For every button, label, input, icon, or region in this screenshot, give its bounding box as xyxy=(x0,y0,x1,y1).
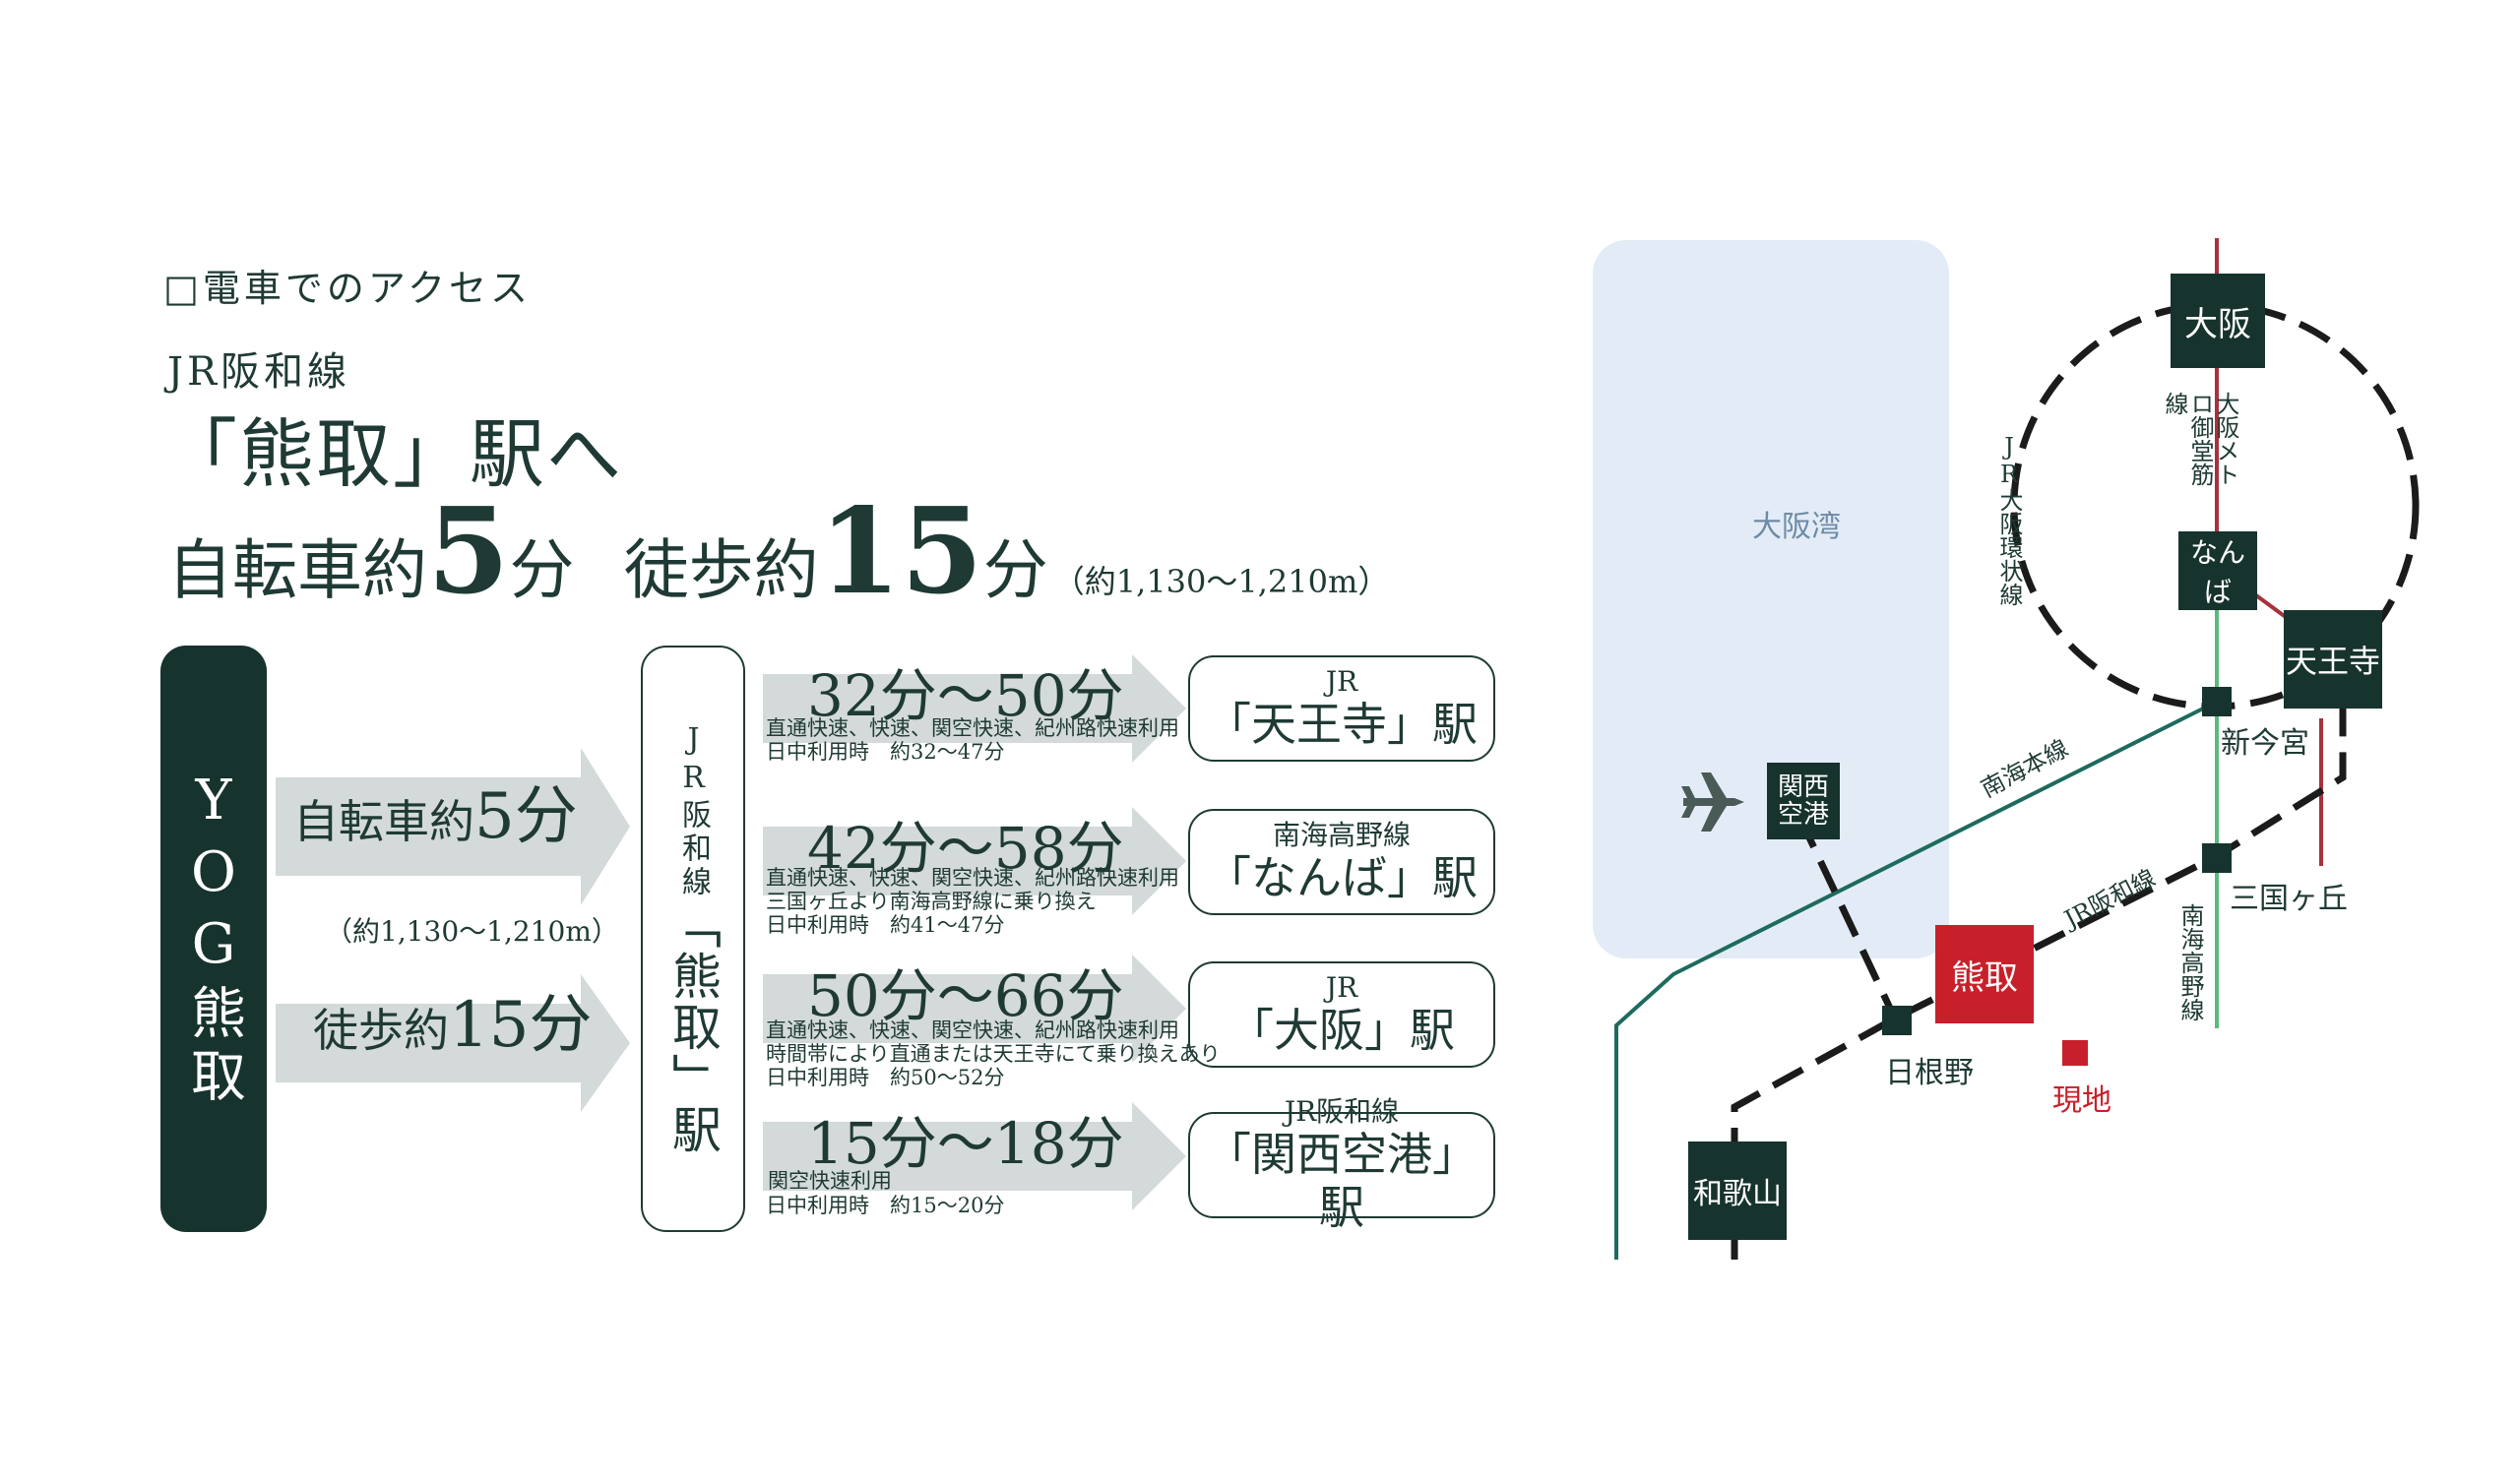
flow-distance: （約1,130〜1,210m） xyxy=(325,915,619,948)
access-time-line: 自転車約5分 徒歩約15分 （約1,130〜1,210m） xyxy=(167,482,1389,621)
airport-line xyxy=(1796,815,1899,1020)
dest-box-tennoji: JR 「天王寺」駅 xyxy=(1188,655,1495,762)
hineno-label: 日根野 xyxy=(1885,1056,1974,1090)
genchi-marker xyxy=(2062,1040,2088,1066)
shinimamiya-marker xyxy=(2202,687,2232,716)
route-time: 50分〜66分 xyxy=(807,962,1124,1029)
dest-name: 「関西空港」駅 xyxy=(1206,1128,1478,1234)
route-note: 日中利用時 約15〜20分 xyxy=(766,1194,1005,1217)
route-note: 日中利用時 約50〜52分 xyxy=(766,1066,1005,1089)
genchi-label: 現地 xyxy=(2052,1083,2111,1118)
destination-title: 「熊取」駅へ xyxy=(162,410,623,498)
bike-label-prefix: 自転車約 xyxy=(293,795,474,848)
route-note: 三国ヶ丘より南海高野線に乗り換え xyxy=(766,890,1097,913)
bike-arrow xyxy=(276,748,630,905)
section-label: □電車でのアクセス xyxy=(163,267,533,310)
walk-arrow xyxy=(276,974,630,1112)
bay-label: 大阪湾 xyxy=(1752,510,1841,544)
station-name-label: 「熊取」駅 xyxy=(664,899,722,1155)
route-arrow-1 xyxy=(763,654,1186,763)
route-note: 直通快速、快速、関空快速、紀州路快速利用 xyxy=(766,866,1179,890)
dest-line: JR阪和線 xyxy=(1284,1095,1400,1128)
bike-minutes: 5 xyxy=(427,482,510,621)
dest-line: JR xyxy=(1325,971,1358,1004)
kumatori-station: 熊取 xyxy=(1935,925,2034,1023)
route-note: 直通快速、快速、関空快速、紀州路快速利用 xyxy=(766,716,1179,740)
dest-box-kansai-airport: JR阪和線 「関西空港」駅 xyxy=(1188,1096,1495,1234)
route-note: 日中利用時 約41〜47分 xyxy=(766,913,1005,937)
walk-label: 徒歩約15分 xyxy=(313,974,592,1065)
nankai-main-line xyxy=(1614,700,2218,1260)
walk-unit: 分 xyxy=(982,532,1048,608)
walk-minutes: 15 xyxy=(818,482,983,621)
namba-station: なんば xyxy=(2178,531,2257,610)
dest-line: 南海高野線 xyxy=(1272,819,1411,851)
dest-box-osaka: JR 「大阪」駅 xyxy=(1188,961,1495,1068)
dest-name: 「なんば」駅 xyxy=(1206,851,1478,904)
dest-line: JR xyxy=(1325,665,1358,698)
station-line-label: JR阪和線 xyxy=(676,722,711,899)
jr-hanwa-line xyxy=(1731,645,2347,1260)
walk-label-prefix: 徒歩約 xyxy=(313,1004,449,1057)
loop-line-label: JR大阪環状線 xyxy=(1995,433,2023,606)
route-note: 日中利用時 約32〜47分 xyxy=(766,740,1005,764)
metro-line-label: 大阪メトロ御堂筋線 xyxy=(2161,392,2239,500)
kumatori-station-box: JR阪和線 「熊取」駅 xyxy=(641,646,745,1232)
kansai-airport-label: 関西空港 xyxy=(1777,772,1829,830)
route-note: 時間帯により直通または天王寺にて乗り換えあり xyxy=(766,1042,1221,1066)
route-note: 直通快速、快速、関空快速、紀州路快速利用 xyxy=(766,1018,1179,1042)
route-note: 関空快速利用 xyxy=(768,1169,892,1193)
mikunigaoka-marker xyxy=(2202,843,2232,873)
airplane-icon xyxy=(1681,772,1744,832)
bike-unit: 分 xyxy=(509,532,575,608)
line-name: JR阪和線 xyxy=(167,349,351,395)
bike-label-minutes: 5分 xyxy=(474,780,578,853)
mikunigaoka-label: 三国ヶ丘 xyxy=(2230,882,2348,916)
bike-label: 自転車約5分 xyxy=(293,766,578,856)
kansai-airport-station: 関西空港 xyxy=(1767,763,1840,839)
route-arrow-4 xyxy=(763,1102,1186,1210)
dest-name: 「天王寺」駅 xyxy=(1206,698,1478,751)
route-time: 32分〜50分 xyxy=(807,662,1124,729)
bike-prefix: 自転車約 xyxy=(167,532,427,608)
route-arrow-2 xyxy=(763,807,1186,915)
wakayama-station: 和歌山 xyxy=(1688,1142,1787,1240)
walk-distance: （約1,130〜1,210m） xyxy=(1052,563,1390,600)
walk-prefix: 徒歩約 xyxy=(623,532,819,608)
route-arrow-3 xyxy=(763,955,1186,1063)
osaka-station: 大阪 xyxy=(2171,274,2265,368)
shinimamiya-label: 新今宮 xyxy=(2221,726,2309,761)
dest-name: 「大阪」駅 xyxy=(1228,1004,1455,1057)
osaka-bay xyxy=(1593,240,1949,958)
tennoji-station: 天王寺 xyxy=(2284,610,2382,709)
dest-box-namba: 南海高野線 「なんば」駅 xyxy=(1188,809,1495,915)
route-time: 42分〜58分 xyxy=(807,815,1124,882)
origin-box: YOG熊取 xyxy=(160,646,267,1232)
nankai-koya-label: 南海高野線 xyxy=(2176,903,2204,1021)
hineno-marker xyxy=(1882,1006,1912,1035)
walk-label-minutes: 15分 xyxy=(449,989,593,1062)
route-time: 15分〜18分 xyxy=(807,1110,1124,1177)
metro-line-text: 大阪メトロ御堂筋線 xyxy=(2161,392,2239,486)
